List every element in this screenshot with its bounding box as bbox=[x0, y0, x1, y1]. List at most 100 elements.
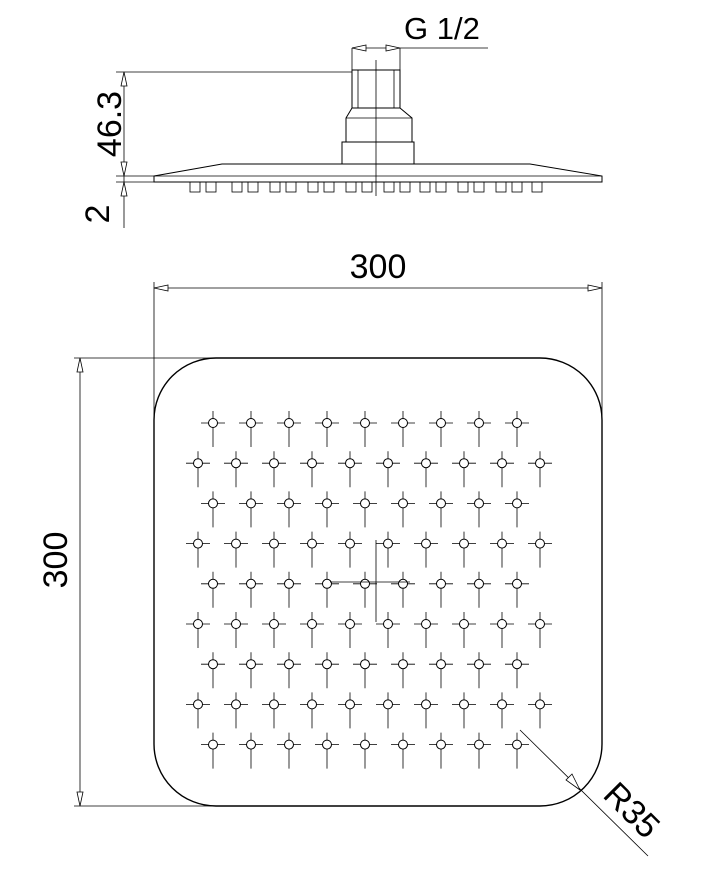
nozzle bbox=[201, 732, 225, 769]
nozzle bbox=[300, 612, 324, 648]
nozzle bbox=[528, 531, 552, 568]
height-label: 46.3 bbox=[91, 91, 129, 157]
nozzle bbox=[467, 411, 491, 447]
nozzle bbox=[201, 571, 225, 608]
nozzle bbox=[353, 571, 377, 608]
nozzle bbox=[315, 732, 339, 769]
nozzle bbox=[338, 612, 362, 648]
side-nozzle bbox=[361, 181, 373, 193]
nozzle bbox=[467, 732, 491, 769]
side-nozzle bbox=[495, 181, 507, 193]
nozzle bbox=[262, 531, 286, 568]
side-nozzle bbox=[269, 181, 281, 193]
nozzle bbox=[452, 692, 476, 729]
nozzle bbox=[528, 451, 552, 488]
nozzle bbox=[467, 491, 491, 528]
side-nozzle bbox=[531, 181, 543, 193]
nozzle bbox=[300, 531, 324, 568]
nozzle bbox=[224, 692, 248, 729]
nozzle bbox=[414, 451, 438, 488]
nozzle bbox=[505, 491, 529, 528]
nozzle bbox=[239, 732, 263, 769]
nozzle bbox=[201, 411, 225, 447]
height-dimension: 46.3 2 bbox=[79, 71, 352, 228]
nozzle bbox=[429, 411, 453, 447]
nozzle bbox=[467, 571, 491, 608]
nozzle bbox=[429, 491, 453, 528]
side-nozzle bbox=[307, 181, 319, 193]
side-nozzle bbox=[435, 181, 447, 193]
nozzle bbox=[315, 571, 339, 608]
side-nozzle bbox=[345, 181, 357, 193]
side-nozzle bbox=[231, 181, 243, 193]
nozzle bbox=[391, 571, 415, 608]
nozzle bbox=[452, 451, 476, 488]
side-nozzle bbox=[419, 181, 431, 193]
nozzle bbox=[490, 531, 514, 568]
nozzle bbox=[239, 571, 263, 608]
nozzle bbox=[239, 491, 263, 528]
nozzle bbox=[201, 491, 225, 528]
nozzle bbox=[452, 612, 476, 648]
nozzle bbox=[505, 652, 529, 689]
nozzle bbox=[224, 612, 248, 648]
nozzle bbox=[490, 692, 514, 729]
nozzle bbox=[414, 692, 438, 729]
thread-dimension: G 1/2 bbox=[351, 11, 488, 70]
corner-radius-label: R35 bbox=[596, 775, 667, 846]
side-nozzle bbox=[399, 181, 411, 193]
nozzle bbox=[528, 692, 552, 729]
nozzle bbox=[201, 652, 225, 689]
nozzle bbox=[376, 692, 400, 729]
center-mark bbox=[330, 540, 410, 622]
side-nozzle bbox=[285, 181, 297, 193]
side-nozzle bbox=[205, 181, 217, 193]
nozzle bbox=[505, 571, 529, 608]
nozzle bbox=[277, 571, 301, 608]
nozzle bbox=[490, 612, 514, 648]
side-view: G 1/2 46.3 2 bbox=[79, 11, 603, 228]
side-nozzle bbox=[247, 181, 259, 193]
nozzle bbox=[338, 451, 362, 488]
side-nozzle-row bbox=[189, 181, 543, 193]
nozzle bbox=[338, 692, 362, 729]
nozzle bbox=[353, 652, 377, 689]
nozzle bbox=[505, 732, 529, 769]
nozzle bbox=[505, 411, 529, 447]
depth-label: 300 bbox=[37, 532, 75, 589]
nozzle bbox=[224, 531, 248, 568]
side-nozzle bbox=[383, 181, 395, 193]
nozzle bbox=[239, 652, 263, 689]
nozzle bbox=[391, 732, 415, 769]
nozzle bbox=[353, 411, 377, 447]
nozzle bbox=[315, 491, 339, 528]
nozzle bbox=[353, 491, 377, 528]
nozzle bbox=[353, 732, 377, 769]
nozzle bbox=[186, 612, 210, 648]
nozzle bbox=[429, 732, 453, 769]
nozzle bbox=[376, 531, 400, 568]
nozzle bbox=[467, 652, 491, 689]
nozzle bbox=[391, 411, 415, 447]
nozzle bbox=[338, 531, 362, 568]
nozzle bbox=[186, 531, 210, 568]
plate-thickness-label: 2 bbox=[79, 205, 117, 224]
nozzle bbox=[300, 692, 324, 729]
nozzle bbox=[277, 732, 301, 769]
nozzle bbox=[262, 692, 286, 729]
nozzle bbox=[224, 451, 248, 488]
nozzle bbox=[429, 652, 453, 689]
nozzle bbox=[239, 411, 263, 447]
top-view: 300 300 R35 bbox=[37, 248, 667, 857]
nozzle bbox=[391, 491, 415, 528]
width-label: 300 bbox=[350, 248, 407, 286]
nozzle bbox=[262, 451, 286, 488]
head-plate-outline bbox=[153, 357, 603, 807]
head-plate-side bbox=[153, 163, 603, 193]
radius-callout: R35 bbox=[519, 729, 667, 857]
nozzle bbox=[186, 451, 210, 488]
nozzle bbox=[315, 652, 339, 689]
nozzle bbox=[262, 612, 286, 648]
nozzle bbox=[528, 612, 552, 648]
nozzle bbox=[186, 692, 210, 729]
